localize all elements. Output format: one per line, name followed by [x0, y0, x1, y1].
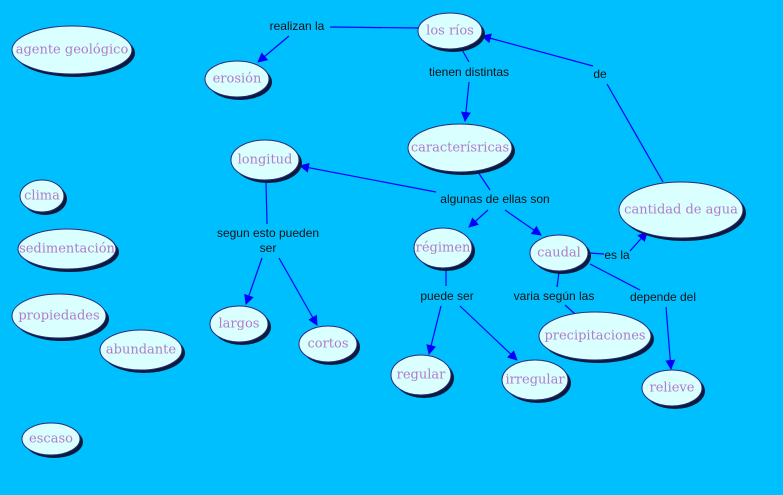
edge-segun-cortos [278, 257, 318, 326]
link-label-varia: varia según las [514, 289, 595, 303]
edge-tienen-caract [460, 81, 471, 122]
node-label: largos [219, 317, 260, 332]
node-ellipse [529, 234, 589, 272]
edges [244, 26, 676, 370]
node-relieve[interactable]: relieve [641, 369, 705, 409]
node-ellipse [209, 305, 269, 343]
link-label-de: de [593, 67, 607, 81]
node-label: irregular [505, 373, 565, 388]
link-label-puede: puede ser [420, 289, 473, 303]
node-label: precipitaciones [544, 329, 645, 344]
node-label: cantidad de agua [624, 203, 738, 218]
edge-algunas-caudal [504, 209, 542, 236]
node-label: los ríos [426, 24, 474, 39]
node-ellipse [618, 181, 744, 239]
node-label: caracterísricas [411, 141, 509, 156]
edge-caract-algunas [477, 171, 491, 191]
node-regimen[interactable]: régimen [413, 227, 475, 271]
node-label: relieve [650, 381, 695, 396]
node-ellipse [407, 123, 513, 173]
edge-de-rios [481, 33, 594, 67]
node-irregular[interactable]: irregular [501, 359, 571, 403]
edge-varia-precip [564, 304, 576, 315]
node-ellipse [538, 311, 652, 361]
node-largos[interactable]: largos [209, 305, 271, 345]
node-label: regular [397, 368, 447, 383]
node-ellipse [417, 12, 483, 50]
nodes: agente geológico erosión los ríos caracterí… [11, 12, 746, 458]
node-caudal[interactable]: caudal [529, 234, 591, 274]
node-sedimentacion[interactable]: sedimentación [17, 228, 119, 272]
node-clima[interactable]: clima [19, 179, 67, 215]
node-label: agente geológico [16, 43, 129, 58]
node-longitud[interactable]: longitud [230, 139, 302, 183]
node-ellipse [17, 228, 117, 270]
link-labels: realizan la tienen distintas de algunas de … [217, 19, 696, 304]
node-ellipse [390, 354, 452, 396]
edge-caudal-esla [588, 252, 605, 255]
edge-segun-largos [244, 257, 263, 305]
node-erosion[interactable]: erosión [204, 60, 272, 100]
node-abundante[interactable]: abundante [99, 329, 185, 373]
link-label-segun_2: ser [260, 241, 277, 255]
node-propiedades[interactable]: propiedades [11, 293, 109, 341]
link-label-algunas: algunas de ellas son [440, 192, 549, 206]
node-label: escaso [29, 432, 73, 447]
edge-puede-regular [426, 305, 442, 355]
node-ellipse [501, 359, 569, 401]
node-precipitaciones[interactable]: precipitaciones [538, 311, 654, 363]
node-ellipse [230, 139, 300, 181]
node-escaso[interactable]: escaso [21, 422, 83, 458]
node-ellipse [11, 293, 107, 339]
link-label-esla: es la [604, 248, 630, 262]
node-label: clima [24, 189, 60, 204]
node-label: caudal [537, 246, 581, 261]
link-label-tienen: tienen distintas [429, 65, 509, 79]
node-cortos[interactable]: cortos [298, 325, 360, 365]
node-label: cortos [307, 337, 348, 352]
edge-cantidad-de [606, 83, 664, 183]
node-ellipse [413, 227, 473, 269]
node-cantidad[interactable]: cantidad de agua [618, 181, 746, 241]
node-regular[interactable]: regular [390, 354, 454, 398]
edge-puede-irregular [459, 305, 518, 361]
link-label-depende: depende del [630, 290, 696, 304]
node-label: sedimentación [19, 242, 115, 257]
node-label: longitud [238, 153, 293, 168]
node-ellipse [21, 422, 81, 456]
node-ellipse [298, 325, 358, 363]
edge-longitud-segun [265, 181, 268, 225]
node-label: régimen [416, 241, 471, 256]
node-label: abundante [106, 343, 176, 358]
edge-caudal-depende [589, 263, 641, 291]
node-caracteristicas[interactable]: caracterísricas [407, 123, 515, 175]
edge-caudal-varia [556, 271, 560, 288]
link-label-segun_1: segun esto pueden [217, 226, 319, 240]
node-label: propiedades [18, 309, 99, 324]
edge-algunas-longitud [299, 162, 437, 193]
node-rios[interactable]: los ríos [417, 12, 485, 52]
node-ellipse [641, 369, 703, 407]
edge-algunas-regimen [468, 209, 489, 228]
edge-depende-relieve [665, 306, 676, 370]
node-ellipse [99, 329, 183, 371]
node-label: erosión [213, 72, 262, 87]
node-agente[interactable]: agente geológico [11, 25, 135, 77]
node-ellipse [19, 179, 65, 213]
edge-rios-realizan [329, 26, 419, 29]
edge-realizan-erosion [257, 35, 290, 63]
node-ellipse [204, 60, 270, 98]
node-ellipse [11, 25, 133, 75]
link-label-realizan: realizan la [270, 19, 325, 33]
edge-esla-cantidad [629, 231, 648, 252]
